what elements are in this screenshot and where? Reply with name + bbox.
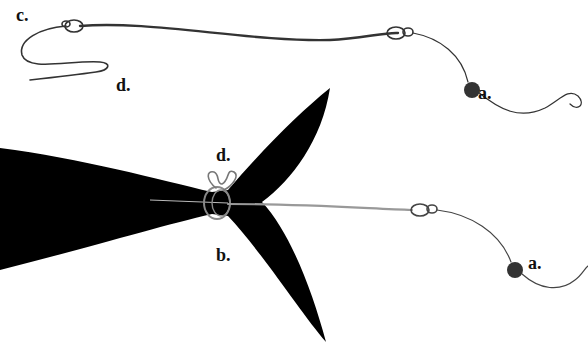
- rope-end: [22, 26, 108, 80]
- line: [478, 92, 581, 113]
- rope-loop: [411, 204, 429, 216]
- knot: [208, 171, 236, 190]
- callout-letter: b.: [216, 246, 231, 264]
- line: [437, 210, 511, 262]
- callout-letter: a.: [528, 254, 542, 272]
- noose: [204, 187, 230, 219]
- whale-tail: [0, 88, 330, 342]
- rope: [80, 25, 398, 40]
- callout-letter: d.: [216, 146, 231, 164]
- rope-loop: [403, 28, 413, 36]
- line: [413, 33, 468, 82]
- callout-letter: d.: [116, 76, 131, 94]
- noose: [212, 190, 230, 216]
- callout-letter: a.: [478, 84, 492, 102]
- callout-letter: c.: [16, 6, 29, 24]
- weight: [507, 262, 523, 278]
- rope-loop: [387, 27, 405, 39]
- weight: [464, 82, 480, 98]
- rope-loop: [427, 205, 437, 213]
- fluke-notch: [150, 200, 228, 203]
- rope: [228, 204, 412, 210]
